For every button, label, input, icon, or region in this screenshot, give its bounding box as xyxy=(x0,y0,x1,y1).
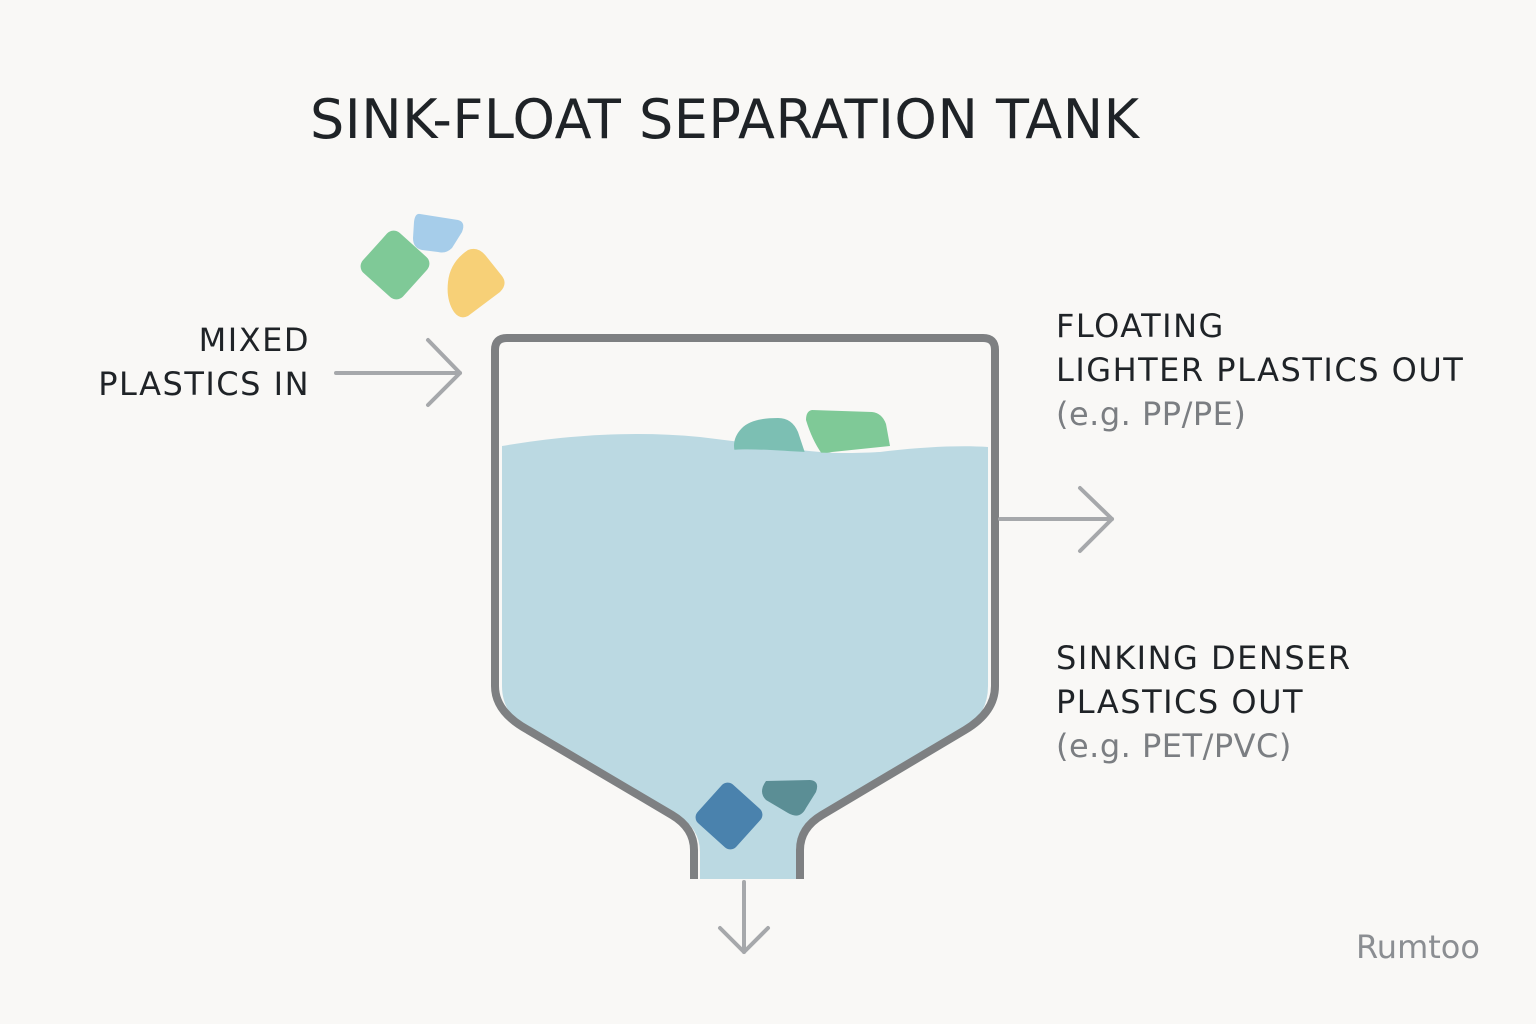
inlet-label-line2: PLASTICS IN xyxy=(98,365,310,403)
incoming-piece-green xyxy=(360,230,430,300)
sink-outlet-arrow xyxy=(718,880,770,954)
float-outlet-label: FLOATING LIGHTER PLASTICS OUT (e.g. PP/P… xyxy=(1056,304,1464,436)
float-outlet-line1: FLOATING xyxy=(1056,307,1225,345)
water-surface-overlap xyxy=(730,449,890,458)
float-outlet-line2: LIGHTER PLASTICS OUT xyxy=(1056,351,1465,389)
floating-piece-green xyxy=(806,410,890,454)
sunken-piece-dark-blue xyxy=(695,782,763,850)
inlet-label: MIXED PLASTICS IN xyxy=(98,318,310,406)
floating-piece-teal xyxy=(734,418,806,456)
inlet-label-line1: MIXED xyxy=(198,321,310,359)
float-outlet-example: (e.g. PP/PE) xyxy=(1056,395,1247,433)
incoming-piece-light-blue xyxy=(413,213,464,253)
float-outlet-arrow xyxy=(998,486,1114,553)
sink-outlet-line2: PLASTICS OUT xyxy=(1056,683,1305,721)
sink-outlet-example: (e.g. PET/PVC) xyxy=(1056,727,1292,765)
sunken-piece-dark-teal xyxy=(762,780,818,816)
diagram-title: SINK-FLOAT SEPARATION TANK xyxy=(310,88,1140,151)
tank-wall xyxy=(491,334,999,879)
sink-outlet-line1: SINKING DENSER xyxy=(1056,639,1352,677)
incoming-piece-yellow xyxy=(447,248,505,318)
water-body xyxy=(502,433,988,879)
inlet-arrow xyxy=(334,338,462,407)
sink-outlet-label: SINKING DENSER PLASTICS OUT (e.g. PET/PV… xyxy=(1056,636,1352,768)
brand-watermark: Rumtoo xyxy=(1356,928,1480,966)
